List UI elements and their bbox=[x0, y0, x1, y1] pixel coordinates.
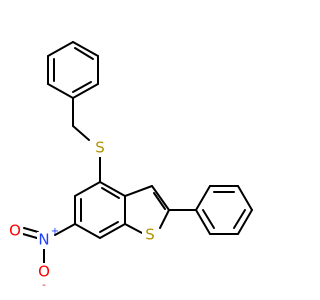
bond bbox=[237, 185, 253, 211]
bond bbox=[124, 185, 153, 197]
bond bbox=[72, 83, 99, 99]
atom-n-nitro: N + bbox=[37, 226, 59, 249]
atom-label: O bbox=[9, 222, 21, 240]
structure-diagram: S S N + O O - bbox=[7, 41, 253, 291]
bond bbox=[23, 227, 39, 233]
atom-o-double: O bbox=[7, 222, 23, 240]
atom-o-single: O - bbox=[36, 263, 52, 291]
benzo-ring bbox=[74, 181, 126, 239]
bond bbox=[151, 185, 170, 211]
bond bbox=[72, 125, 90, 141]
bond bbox=[74, 223, 101, 239]
bond bbox=[74, 181, 101, 197]
double-bond-inner bbox=[72, 81, 92, 93]
bond bbox=[54, 223, 76, 236]
bond bbox=[195, 209, 211, 235]
bond bbox=[195, 185, 211, 211]
atom-label: N bbox=[38, 231, 49, 249]
charge-minus: - bbox=[42, 280, 46, 291]
bond bbox=[159, 209, 170, 229]
bond bbox=[22, 233, 38, 239]
thiophene-ring bbox=[124, 185, 170, 234]
bond bbox=[124, 223, 143, 234]
double-bond-inner bbox=[101, 187, 120, 199]
double-bond-inner bbox=[233, 209, 246, 229]
bond bbox=[237, 209, 253, 235]
bond bbox=[47, 83, 74, 99]
bond bbox=[47, 41, 74, 57]
benzyl-phenyl-ring bbox=[47, 41, 99, 99]
bond bbox=[99, 181, 126, 197]
double-bond-inner bbox=[202, 209, 215, 229]
bond bbox=[72, 41, 99, 57]
double-bond-inner bbox=[153, 192, 166, 210]
bond bbox=[99, 223, 126, 239]
atom-s-thioether: S bbox=[92, 139, 109, 157]
atom-label: S bbox=[145, 226, 155, 244]
phenyl-ring bbox=[195, 185, 253, 235]
double-bond-inner bbox=[99, 221, 119, 233]
atom-label: O bbox=[38, 263, 50, 281]
atom-label: S bbox=[95, 139, 105, 157]
double-bond-inner bbox=[74, 47, 94, 60]
atom-s-ring: S bbox=[142, 226, 159, 244]
charge-plus: + bbox=[51, 226, 59, 237]
molecule-canvas: S S N + O O - bbox=[7, 41, 253, 291]
